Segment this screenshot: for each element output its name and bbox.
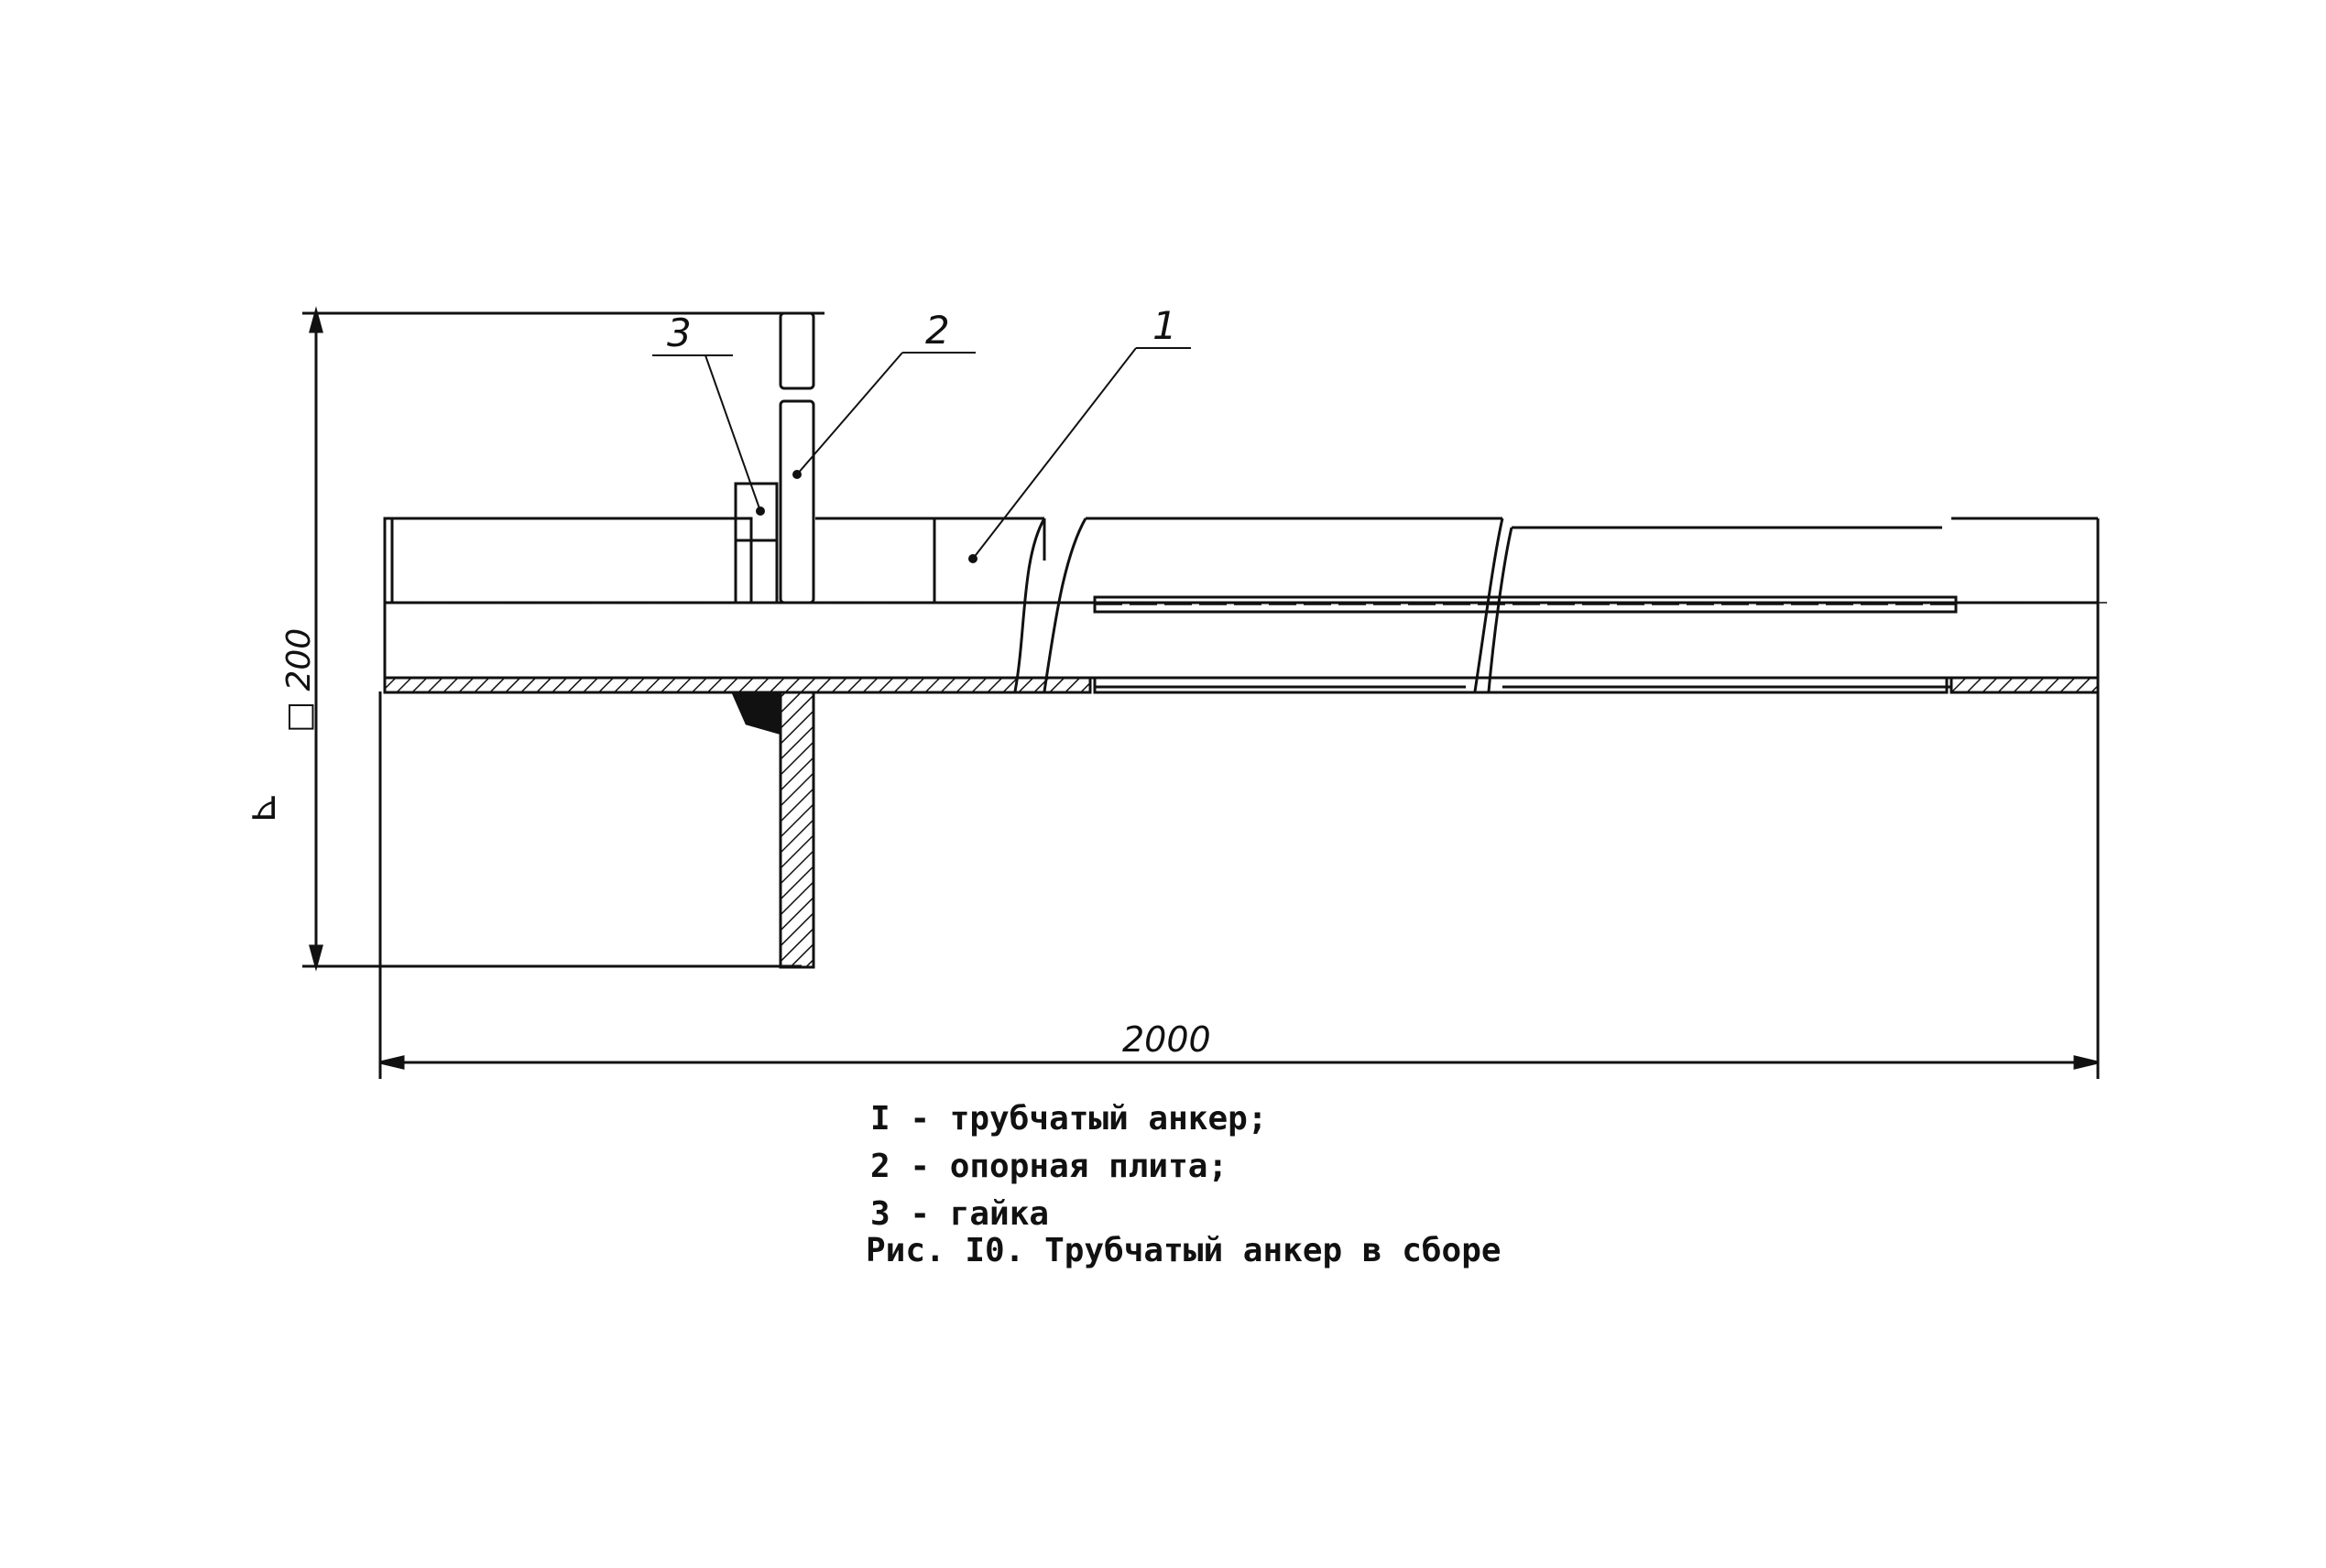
legend-item-1: I - трубчатый анкер; xyxy=(870,1100,1268,1138)
threaded-end xyxy=(383,517,753,604)
callout-3-leader xyxy=(704,354,761,512)
legend-item-2: 2 - опорная плита; xyxy=(870,1148,1229,1185)
callout-2-label: 2 xyxy=(925,308,950,353)
tube-wall-section-left xyxy=(383,676,1092,694)
legend: I - трубчатый анкер; 2 - опорная плита; … xyxy=(870,1095,1267,1238)
tube-wall-section-right xyxy=(1949,676,2100,694)
legend-item-3: 3 - гайка xyxy=(870,1195,1050,1233)
callout-3-label: 3 xyxy=(667,310,692,355)
nut xyxy=(734,482,779,604)
weld-symbol-label: ⊾ xyxy=(238,790,285,824)
weld xyxy=(730,691,781,735)
callout-1-leader xyxy=(972,347,1137,560)
figure-caption: Рис. I0. Трубчатый анкер в сборе xyxy=(866,1232,1502,1269)
length-dimension-label: 2000 xyxy=(1122,1019,1211,1060)
callout-2-leader xyxy=(796,352,903,475)
support-plate-upper xyxy=(779,311,815,604)
support-plate-section xyxy=(779,691,815,969)
plate-dimension-label: □ 200 xyxy=(280,628,318,733)
anchor-tube xyxy=(383,517,2100,696)
callout-1-label: 1 xyxy=(1152,303,1177,348)
